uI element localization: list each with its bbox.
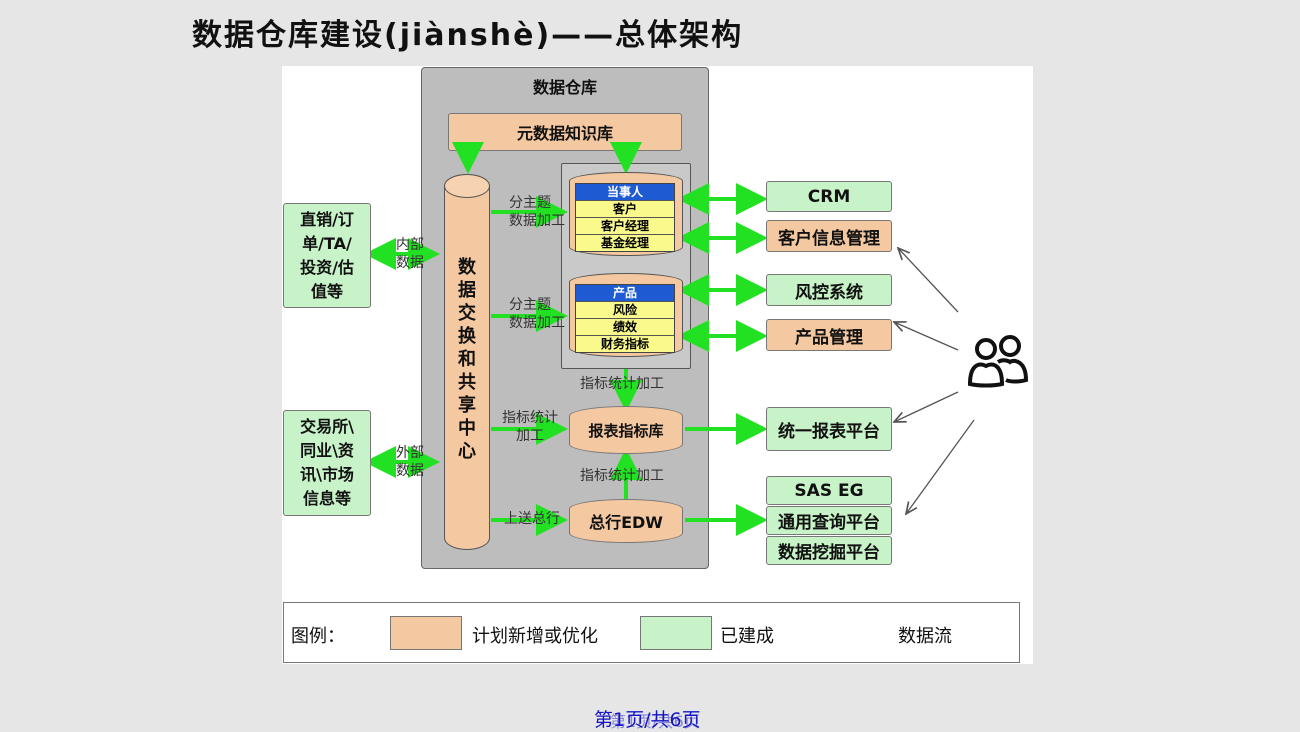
external-data-line: 数据 (396, 463, 424, 479)
architecture-diagram: 数据仓库 元数据知识库 (282, 66, 1033, 664)
cylinder-top (444, 174, 490, 198)
external-data-line: 外部 (396, 445, 424, 461)
source-external-line: 信息等 (302, 489, 351, 508)
app-mining-platform: 数据挖掘平台 (766, 536, 892, 565)
subject-processing-line: 分主题 (509, 297, 551, 313)
users-icon (967, 335, 1029, 388)
app-sas-eg: SAS EG (766, 476, 892, 505)
product-db-row: 财务指标 (600, 337, 649, 351)
internal-data-line: 数据 (396, 255, 424, 271)
source-external-line: 同业\资 (300, 441, 354, 460)
subject-processing-line: 数据加工 (509, 213, 565, 229)
party-db-row: 客户 (576, 201, 674, 218)
source-external-market: 交易所\ 同业\资 讯\市场 信息等 (283, 410, 371, 516)
flow-arrows (364, 142, 975, 648)
exchange-center-cylinder (444, 174, 490, 550)
product-db-row: 绩效 (576, 319, 674, 336)
page-counter-ghost: 第1页/共6页 (610, 712, 700, 731)
app-risk-control: 风控系统 (766, 274, 892, 306)
exchange-center-label: 数据交换和共享中心 (458, 257, 476, 462)
legend-planned-label: 计划新增或优化 (472, 626, 598, 647)
app-query-platform: 通用查询平台 (766, 506, 892, 535)
party-db-header: 当事人 (576, 184, 674, 201)
legend-label: 图例： (291, 626, 345, 647)
upload-hq-label: 上送总行 (504, 511, 560, 527)
app-product-mgmt: 产品管理 (766, 319, 892, 351)
page-counter: 第1页/共6页 (594, 709, 701, 731)
source-direct-line: 投资/估 (300, 257, 354, 277)
indicator-processing-label-2: 指标统计 加工 (502, 409, 558, 445)
subject-processing-line: 数据加工 (509, 315, 565, 331)
source-external-line: 讯\市场 (300, 465, 354, 484)
product-db-table: 产品 风险 绩效 财务指标 (575, 284, 675, 353)
internal-data-label: 内部 数据 (396, 236, 424, 272)
party-db-row: 客户经理 (576, 218, 674, 235)
external-data-label: 外部 数据 (396, 444, 424, 480)
product-db-row: 风险 (576, 302, 674, 319)
app-crm: CRM (766, 181, 892, 212)
source-direct-line: 值等 (310, 281, 343, 301)
subject-processing-label-2: 分主题 数据加工 (509, 296, 565, 332)
legend-flow-label: 数据流 (898, 626, 952, 647)
app-report-platform: 统一报表平台 (766, 407, 892, 451)
product-db-header: 产品 (576, 285, 674, 302)
party-db-table: 当事人 客户 客户经理 基金经理 (575, 183, 675, 252)
source-direct-line: 单/TA/ (302, 233, 352, 253)
slide-title: 数据仓库建设(jiànshè)——总体架构 (192, 18, 744, 53)
internal-data-line: 内部 (396, 237, 424, 253)
indicator-processing-label-3: 指标统计加工 (580, 468, 664, 484)
indicator-processing-line: 指标统计 (502, 410, 558, 426)
source-external-line: 交易所\ (300, 417, 354, 436)
legend-built-label: 已建成 (720, 626, 774, 647)
legend-built-swatch (640, 616, 712, 650)
source-direct-sales: 直销/订 单/TA/ 投资/估 值等 (283, 203, 371, 308)
subject-processing-label-1: 分主题 数据加工 (509, 194, 565, 230)
subject-processing-line: 分主题 (509, 195, 551, 211)
hq-edw-db: 总行EDW (569, 499, 683, 543)
indicator-processing-line: 加工 (516, 428, 544, 444)
report-indicator-db: 报表指标库 (569, 406, 683, 454)
source-direct-line: 直销/订 (300, 209, 354, 229)
indicator-processing-label-1: 指标统计加工 (580, 376, 664, 392)
app-customer-info: 客户信息管理 (766, 220, 892, 252)
legend-planned-swatch (390, 616, 462, 650)
warehouse-label: 数据仓库 (532, 78, 597, 97)
party-db-row: 基金经理 (600, 236, 649, 250)
metadata-repository: 元数据知识库 (448, 113, 682, 151)
